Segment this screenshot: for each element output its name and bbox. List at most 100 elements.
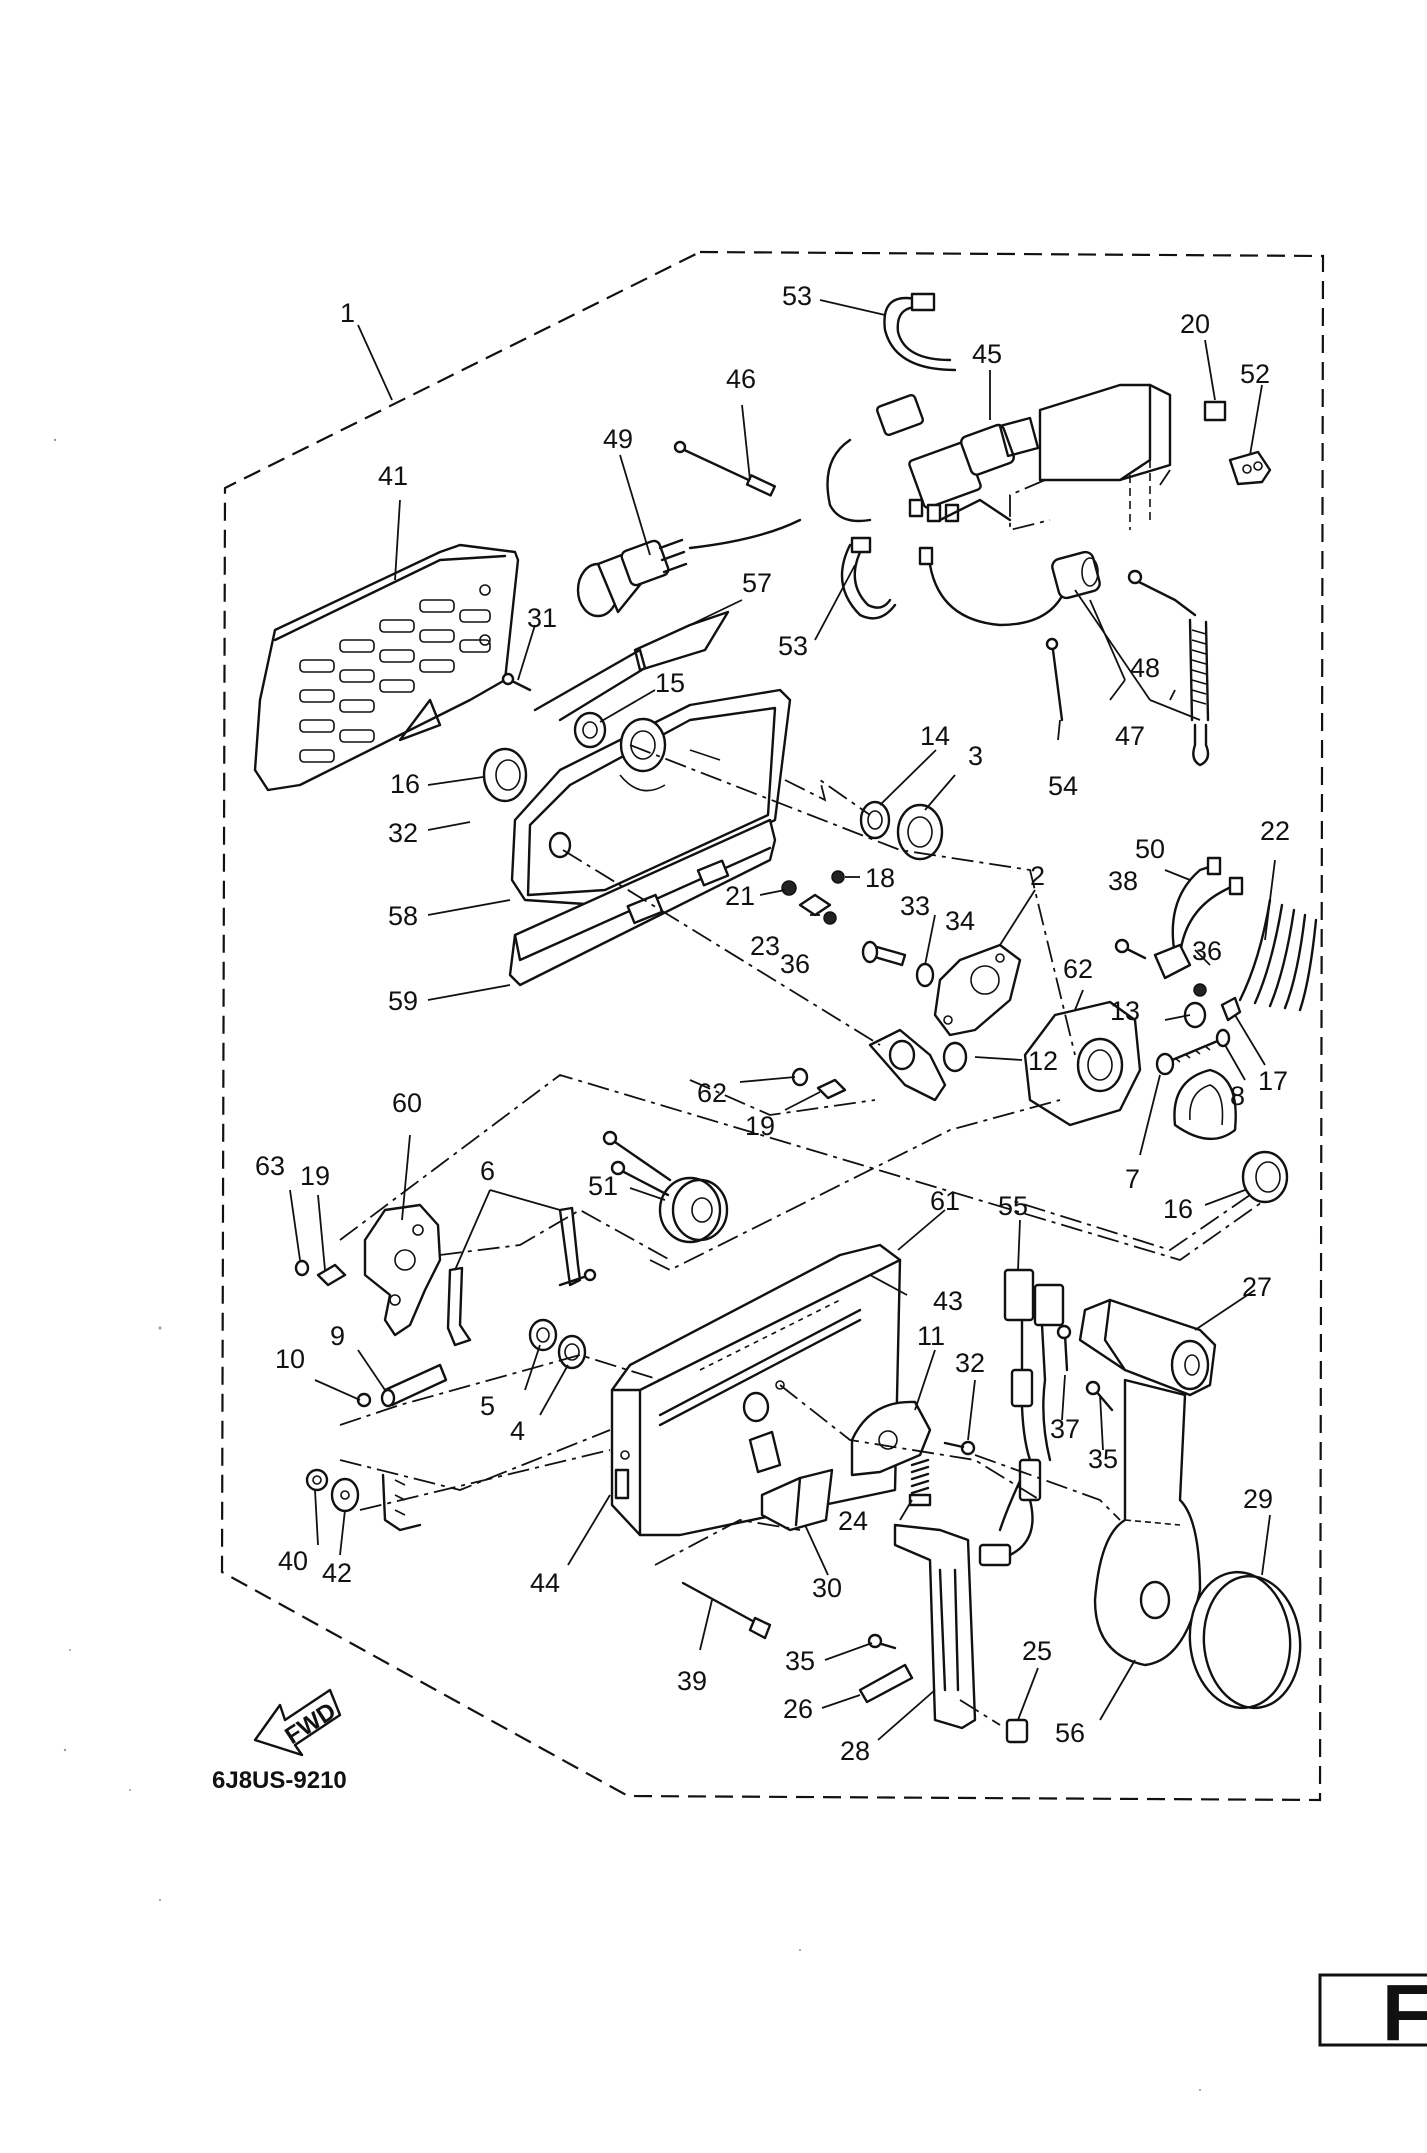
part-39-bolt: [681, 1581, 772, 1640]
callout-33: 33: [900, 891, 930, 921]
callout-36a: 36: [780, 949, 810, 979]
corner-tab-text: F: [1382, 1968, 1427, 2057]
callout-8: 8: [1230, 1081, 1245, 1111]
assembly-lines: [339, 469, 1266, 1726]
callout-32a: 32: [388, 818, 418, 848]
part-62-friction-cover: [1023, 1000, 1142, 1127]
part-20-clip: [1203, 400, 1227, 422]
part-17-clip: [1220, 996, 1242, 1022]
part-19-link-center: [816, 1078, 847, 1100]
callout-52: 52: [1240, 359, 1270, 389]
part-54-screw: [1045, 637, 1064, 722]
part-45-harness: [826, 383, 1172, 627]
callout-26: 26: [783, 1694, 813, 1724]
callout-57: 57: [742, 568, 772, 598]
callout-1: 1: [340, 298, 355, 328]
part-13-plug: [1183, 1001, 1207, 1029]
part-57-plate: [533, 610, 730, 722]
callout-51: 51: [588, 1171, 618, 1201]
callout-40: 40: [278, 1546, 308, 1576]
part-14-washer: [859, 800, 891, 840]
part-36-screw-a: [823, 911, 837, 925]
callout-42: 42: [322, 1558, 352, 1588]
callout-47: 47: [1115, 721, 1145, 751]
part-2-bracket: [933, 943, 1022, 1037]
part-24-spring: [908, 1458, 932, 1507]
callout-7: 7: [1125, 1164, 1140, 1194]
part-11-cam: [850, 1400, 932, 1477]
part-19-link-left: [316, 1263, 347, 1287]
part-23-clip: [798, 893, 832, 917]
callout-63: 63: [255, 1151, 285, 1181]
callout-35b: 35: [785, 1646, 815, 1676]
callout-4: 4: [510, 1416, 525, 1446]
callout-9: 9: [330, 1321, 345, 1351]
callout-18: 18: [865, 863, 895, 893]
part-35-screw-upper: [1085, 1380, 1114, 1412]
part-52-bracket: [1228, 450, 1272, 486]
callout-12: 12: [1028, 1046, 1058, 1076]
part-51-roller: [602, 1130, 729, 1244]
callout-21: 21: [725, 881, 755, 911]
leader-lines: [289, 299, 1276, 1741]
part-26-pin: [858, 1663, 914, 1704]
callout-53b: 53: [778, 631, 808, 661]
part-29-knob-cap: [1188, 1570, 1302, 1710]
callout-50: 50: [1135, 834, 1165, 864]
callout-20: 20: [1180, 309, 1210, 339]
callout-3: 3: [968, 741, 983, 771]
part-18-nut: [831, 870, 845, 884]
callout-53a: 53: [782, 281, 812, 311]
part-28-lever-arm: [893, 1523, 977, 1730]
callout-49: 49: [603, 424, 633, 454]
callout-46: 46: [726, 364, 756, 394]
part-7-nut: [1155, 1052, 1175, 1076]
callout-28: 28: [840, 1736, 870, 1766]
part-62-clip-small: [791, 1067, 809, 1087]
callout-41: 41: [378, 461, 408, 491]
callout-labels: 1 2 3 4 5 6 7 8 9 10 11 12 13 14 15 16 1…: [255, 281, 1290, 1766]
part-59-base-plate: [508, 818, 777, 987]
callout-22: 22: [1260, 816, 1290, 846]
part-22-springs: [1238, 898, 1318, 1012]
assembly-boundary: [220, 250, 1325, 1802]
callout-44: 44: [530, 1568, 560, 1598]
callout-30: 30: [812, 1573, 842, 1603]
callout-23: 23: [750, 931, 780, 961]
part-61-housing: [610, 1243, 902, 1537]
callout-19a: 19: [745, 1111, 775, 1141]
part-31-screw: [501, 672, 532, 692]
callout-62a: 62: [1063, 954, 1093, 984]
callout-15: 15: [655, 668, 685, 698]
callout-37: 37: [1050, 1414, 1080, 1444]
part-4-bushing: [557, 1334, 587, 1370]
callout-24: 24: [838, 1506, 868, 1536]
part-5-washer: [528, 1318, 558, 1352]
callout-58: 58: [388, 901, 418, 931]
callout-6: 6: [480, 1156, 495, 1186]
callout-48: 48: [1130, 653, 1160, 683]
part-50-cable: [1153, 856, 1244, 980]
callout-13: 13: [1110, 996, 1140, 1026]
part-37-screw: [1056, 1324, 1072, 1372]
part-27-handle: [1078, 1298, 1217, 1397]
part-15-bushing: [573, 711, 607, 749]
callout-36b: 36: [1192, 936, 1222, 966]
part-41-grille-cover: [253, 543, 520, 792]
scan-specks: [53, 438, 1201, 2091]
part-55-harness: [978, 1268, 1065, 1567]
part-triangle-cover: [1173, 1068, 1237, 1141]
part-30-cover: [748, 1430, 834, 1532]
callout-2: 2: [1030, 861, 1045, 891]
part-53-clamp-lower: [840, 536, 897, 620]
part-33-bolt: [861, 940, 907, 967]
fwd-direction-arrow: FWD: [253, 1688, 342, 1757]
part-21-nut: [781, 880, 797, 896]
callout-31: 31: [527, 603, 557, 633]
callout-61: 61: [930, 1186, 960, 1216]
callout-17: 17: [1258, 1066, 1288, 1096]
callout-34: 34: [945, 906, 975, 936]
callout-29: 29: [1243, 1484, 1273, 1514]
part-16-grommet-right: [1241, 1150, 1289, 1204]
